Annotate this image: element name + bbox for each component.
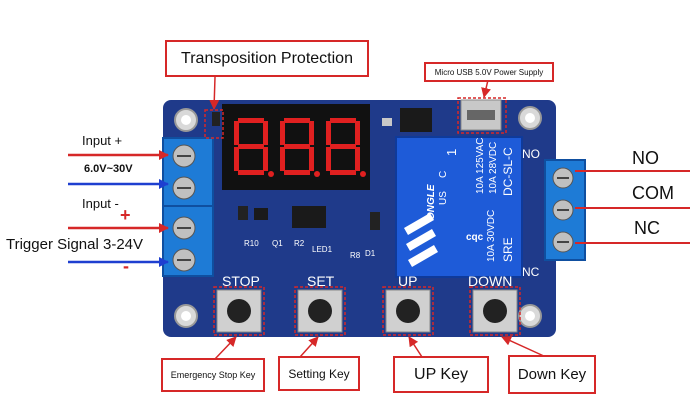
silk-r2: R2 — [294, 239, 305, 248]
setting-key-label: Setting Key — [278, 356, 360, 391]
board-buttons — [216, 289, 518, 333]
silk-no: NO — [522, 147, 540, 161]
smd-component — [212, 112, 220, 126]
relay-stripe — [404, 213, 434, 235]
silk-r8: R8 — [350, 251, 361, 260]
relay-stripe — [408, 245, 438, 267]
input-minus-label: Input - — [82, 196, 119, 211]
output-lines — [575, 170, 690, 244]
silk-nc: NC — [522, 265, 540, 279]
pointer-lines — [209, 76, 547, 361]
up-key-label: UP Key — [393, 356, 489, 393]
silk-up: UP — [398, 273, 417, 289]
silk-d1: D1 — [365, 249, 376, 258]
left-terminal-block — [162, 137, 214, 277]
usb-power-label: Micro USB 5.0V Power Supply — [424, 62, 554, 82]
input-plus-label: Input + — [82, 133, 123, 148]
down-key-label: Down Key — [508, 355, 596, 394]
usb-slot — [467, 110, 495, 120]
relay-cqc: cqc — [466, 232, 484, 243]
emergency-stop-label: Emergency Stop Key — [161, 358, 265, 392]
right-terminal-block — [544, 159, 586, 261]
com-output-label: COM — [632, 183, 674, 203]
relay-us-mark: US — [438, 191, 449, 205]
silk-led1: LED1 — [312, 245, 333, 254]
silk-q1: Q1 — [272, 239, 283, 248]
trigger-signal-label: Trigger Signal 3-24V — [6, 236, 144, 253]
relay-number: 1 — [444, 149, 459, 156]
transposition-protection-label: Transposition Protection — [165, 40, 369, 77]
smd-component — [382, 118, 392, 126]
voltage-range-label: 6.0V~30V — [84, 163, 133, 175]
silk-set: SET — [307, 273, 335, 289]
relay-model: DC-SL-C — [501, 147, 515, 196]
relay-rating-1: 10A 125VAC — [475, 137, 486, 194]
trigger-minus-sign: - — [123, 256, 129, 276]
nc-output-label: NC — [634, 218, 660, 238]
display-digits — [234, 118, 366, 177]
relay-rating-2: 10A 28VDC — [488, 142, 499, 194]
smd-component — [370, 212, 380, 230]
input-arrows — [68, 150, 169, 267]
relay-sre: SRE — [501, 237, 515, 262]
mounting-holes — [174, 106, 542, 328]
relay-stripe — [406, 229, 436, 251]
relay-brand: ONGLE — [426, 184, 437, 220]
smd-component — [238, 206, 248, 220]
relay-c-mark: C — [438, 171, 449, 178]
relay — [395, 136, 523, 278]
relay-rating-3: 10A 30VDC — [486, 210, 497, 262]
silk-stop: STOP — [222, 273, 260, 289]
transistor-component — [254, 208, 268, 220]
ic-chip — [292, 206, 326, 228]
silk-down: DOWN — [468, 273, 512, 289]
no-output-label: NO — [632, 148, 659, 168]
trigger-plus-sign: + — [120, 205, 131, 225]
silk-r10: R10 — [244, 239, 259, 248]
regulator-chip — [400, 108, 432, 132]
highlight-boxes — [204, 97, 521, 336]
